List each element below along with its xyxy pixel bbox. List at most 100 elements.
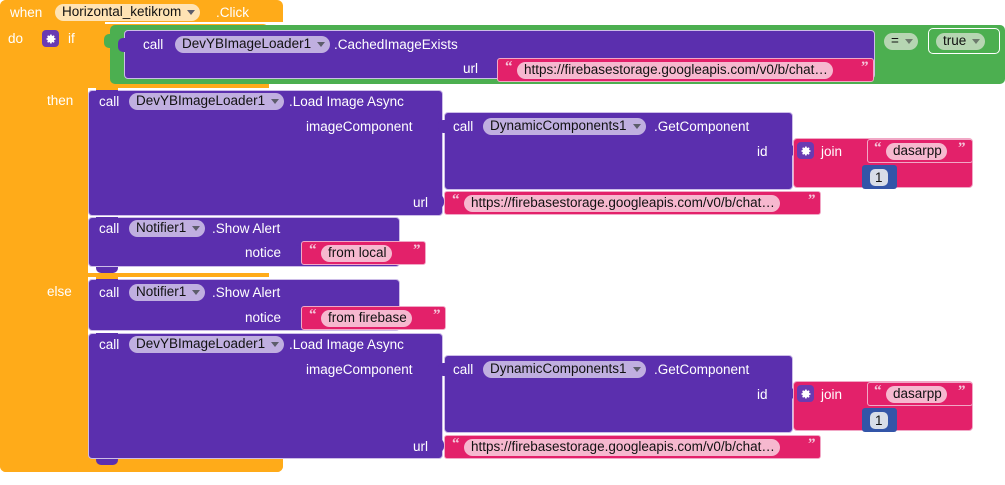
else-load-image-method-label: .Load Image Async [289,337,404,352]
then-getcomponent-method-label: .GetComponent [654,119,750,134]
then-notifier-component-dropdown[interactable]: Notifier1 [129,220,206,237]
then-imagecomponent-arg-label: imageComponent [306,119,413,134]
then-load-image-top-notch [96,90,118,96]
cachedimageexists-component-dropdown[interactable]: DevYBImageLoader1 [175,36,331,53]
event-when-label: when [10,5,43,20]
else-notifier-top-notch [96,279,118,285]
then-join-number-value[interactable]: 1 [870,169,888,186]
chevron-down-icon [317,41,326,47]
comparison-operator-value: = [891,33,899,49]
quote-close: ” [958,140,966,156]
cachedimageexists-url-arg-label: url [463,61,479,76]
event-component-name: Horizontal_ketikrom [62,4,182,20]
quote-open: “ [874,140,882,156]
then-load-image-async-block[interactable] [88,90,443,216]
chevron-down-icon [632,123,641,129]
else-imagecomponent-arg-label: imageComponent [306,362,413,377]
then-id-socket [787,144,794,157]
event-do-label: do [8,31,24,46]
logic-true-dropdown[interactable]: true [936,33,986,50]
quote-open: “ [309,307,317,323]
then-id-arg-label: id [757,144,768,159]
else-notice-socket [294,310,301,323]
else-notice-value[interactable]: from firebase [321,310,412,327]
else-notifier-component-dropdown[interactable]: Notifier1 [129,284,206,301]
else-getcomponent-method-label: .GetComponent [654,362,750,377]
else-load-image-top-notch [96,333,118,339]
component-name: DynamicComponents1 [490,361,627,377]
quote-open: “ [505,59,513,75]
control-then-label: then [47,93,74,108]
call-label: call [453,362,474,377]
quote-open: “ [874,383,882,399]
then-url-arg-label: url [413,195,429,210]
event-component-dropdown[interactable]: Horizontal_ketikrom [55,4,201,21]
else-join-number-value[interactable]: 1 [870,412,888,429]
else-notifier-method-label: .Show Alert [212,285,281,300]
then-notifier-top-notch [96,217,118,223]
chevron-down-icon [192,289,201,295]
then-getcomponent-left-plug [438,120,446,133]
quote-close: ” [433,307,441,323]
call-label: call [99,337,120,352]
condition-url-value[interactable]: https://firebasestorage.googleapis.com/v… [517,62,833,79]
then-notifier-bottom-notch [96,267,118,273]
component-name: DynamicComponents1 [490,118,627,134]
component-name: DevYBImageLoader1 [182,36,312,52]
cachedimageexists-left-plug [118,38,126,52]
logic-true-value: true [943,33,967,49]
quote-close: ” [808,192,816,208]
then-load-image-url-value[interactable]: https://firebasestorage.googleapis.com/v… [464,195,780,212]
chevron-down-icon [271,98,280,104]
component-name: DevYBImageLoader1 [136,336,266,352]
event-method-label: .Click [216,5,249,20]
then-url-socket [437,195,444,208]
then-getcomponent-component-dropdown[interactable]: DynamicComponents1 [483,118,646,135]
call-label: call [143,37,164,52]
else-url-arg-label: url [413,439,429,454]
chevron-down-icon [192,225,201,231]
else-getcomponent-component-dropdown[interactable]: DynamicComponents1 [483,361,646,378]
gear-icon[interactable] [42,30,59,47]
quote-open: “ [452,436,460,452]
chevron-down-icon [972,38,981,44]
then-load-image-component-dropdown[interactable]: DevYBImageLoader1 [129,93,285,110]
chevron-down-icon [187,9,196,15]
else-load-image-async-block[interactable] [88,333,443,459]
chevron-down-icon [271,341,280,347]
control-else-label: else [47,284,72,299]
then-join-socket-1 [860,144,867,157]
call-label: call [99,94,120,109]
quote-close: ” [861,59,869,75]
call-label: call [99,221,120,236]
component-name: DevYBImageLoader1 [136,93,266,109]
else-join-socket-1 [860,387,867,400]
quote-close: ” [413,242,421,258]
gear-icon[interactable] [797,142,814,159]
then-notice-socket [294,245,301,258]
cachedimageexists-url-socket [490,61,497,74]
cachedimageexists-method-label: .CachedImageExists [334,37,458,52]
else-join-label: join [821,387,843,402]
quote-open: “ [309,242,317,258]
control-if-foot [33,455,269,472]
else-id-socket [787,387,794,400]
quote-close: ” [958,383,966,399]
chevron-down-icon [904,38,913,44]
component-name: Notifier1 [136,220,187,236]
logic-compare-left-plug [104,34,112,48]
call-label: call [99,285,120,300]
else-notice-arg-label: notice [245,310,282,325]
gear-icon[interactable] [797,385,814,402]
quote-close: ” [808,436,816,452]
then-notice-value[interactable]: from local [321,245,392,262]
else-getcomponent-left-plug [438,363,446,376]
call-label: call [453,119,474,134]
else-load-image-url-value[interactable]: https://firebasestorage.googleapis.com/v… [464,439,780,456]
then-load-image-method-label: .Load Image Async [289,94,404,109]
comparison-operator-dropdown[interactable]: = [884,33,918,50]
then-join-text-value[interactable]: dasarpp [886,143,947,160]
else-join-text-value[interactable]: dasarpp [886,386,947,403]
else-load-image-component-dropdown[interactable]: DevYBImageLoader1 [129,336,285,353]
